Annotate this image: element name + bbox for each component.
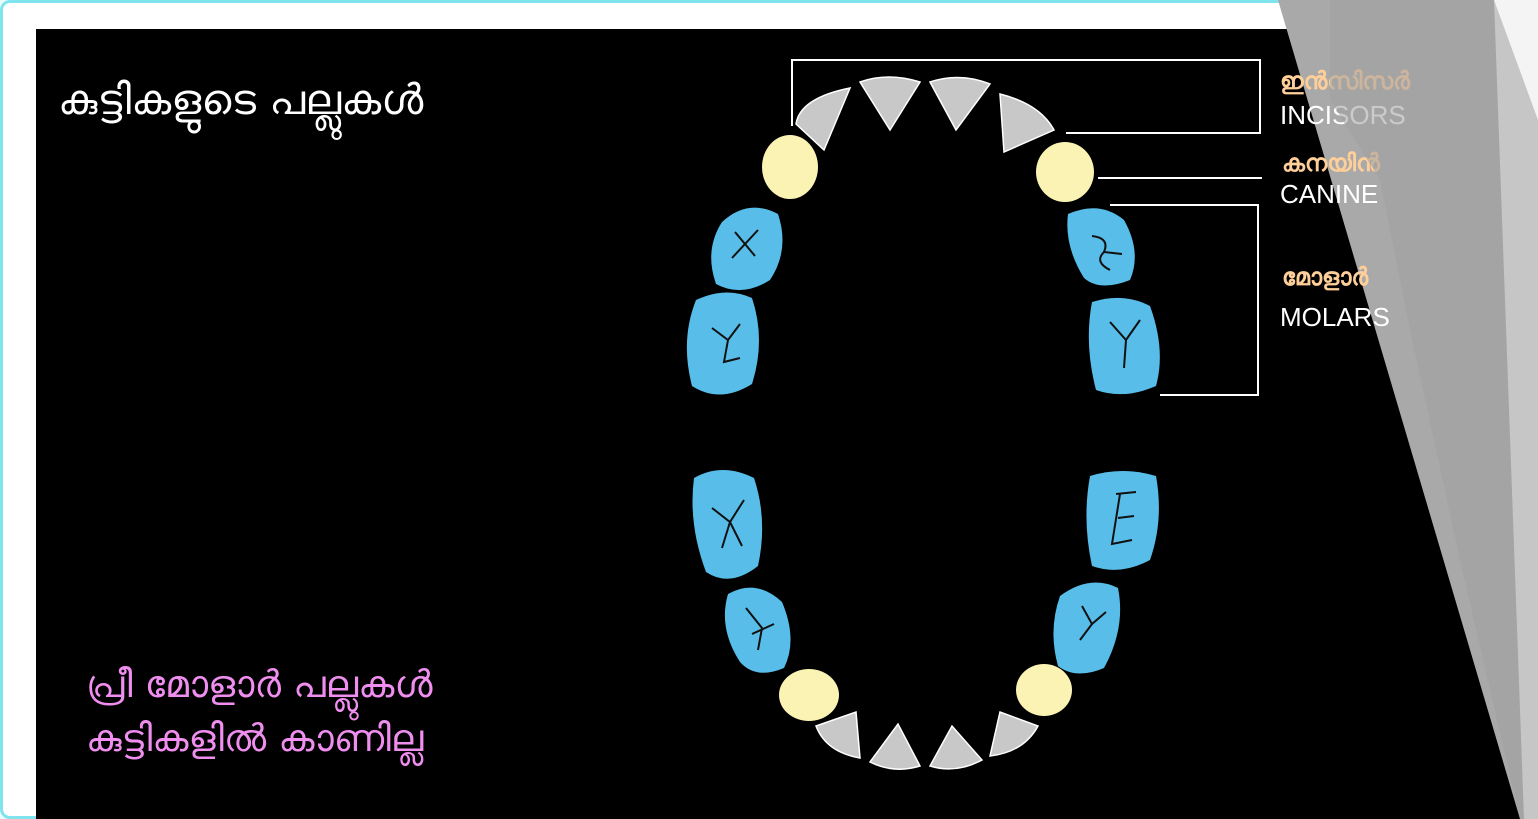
molars [687,208,1160,674]
canine-tooth-lower-left [779,669,839,721]
incisor-tooth-upper-4 [1000,94,1054,152]
incisor-tooth-lower-1 [816,712,860,758]
lower-canines [779,664,1072,721]
incisor-tooth-lower-4 [990,712,1038,756]
molar-tooth-lower-right-2 [1053,583,1120,674]
lower-incisors [816,712,1038,769]
molar-tooth-lower-right-1 [1086,471,1158,570]
molars-label-en: MOLARS [1280,302,1390,333]
canine-tooth-upper-right [1036,142,1094,202]
molars-label-ml: മോളാർ [1282,264,1368,292]
incisor-tooth-lower-3 [930,726,982,769]
molar-tooth-upper-left-2 [687,292,759,394]
upper-canines [762,135,1094,202]
canine-tooth-lower-right [1016,664,1072,716]
incisor-tooth-upper-3 [930,77,990,130]
canine-tooth-upper-left [762,135,818,199]
upper-incisors [796,77,1054,152]
incisor-tooth-upper-2 [860,77,920,130]
molar-tooth-upper-right-2 [1089,298,1160,394]
canine-label-ml: കനയിൻ [1282,150,1380,178]
molar-tooth-upper-left-1 [711,208,782,291]
incisor-tooth-lower-2 [870,724,920,769]
incisors-label-ml: ഇൻസിസർ [1280,68,1410,96]
molar-tooth-lower-left-2 [725,588,791,673]
molar-tooth-upper-right-1 [1067,208,1134,285]
canine-label-en: CANINE [1280,179,1378,210]
incisors-label-en: INCISORS [1280,100,1406,131]
molar-tooth-lower-left-1 [693,470,763,579]
